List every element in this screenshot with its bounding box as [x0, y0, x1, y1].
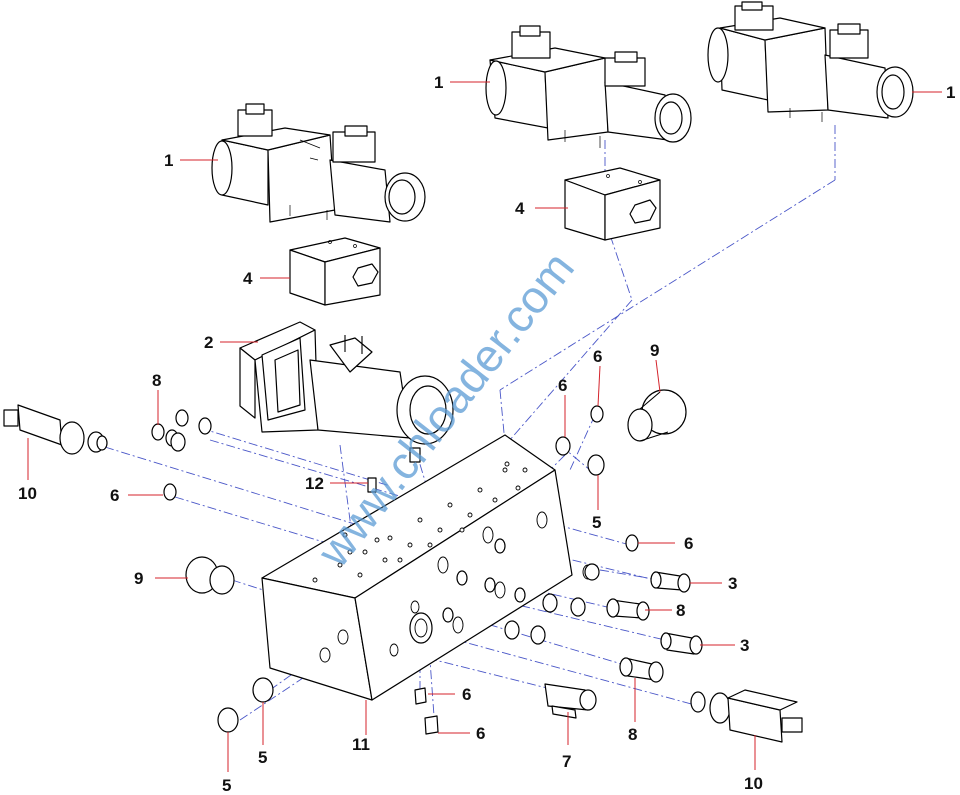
component-12 [367, 477, 377, 493]
fitting-8-right-lower [619, 657, 664, 683]
part-labels: 1 1 1 4 4 2 8 10 6 12 9 6 6 9 5 6 3 8 3 … [18, 73, 955, 795]
label-8-bottom: 8 [628, 725, 637, 744]
pressure-valve-10-right [690, 689, 803, 743]
label-9-left: 9 [134, 569, 143, 588]
leader-lines [27, 81, 942, 772]
label-5-right: 5 [592, 513, 601, 532]
sandwich-block-middle [564, 167, 661, 241]
label-12: 12 [305, 474, 324, 493]
inline-fittings [442, 538, 600, 645]
label-6-bottom1: 6 [462, 685, 471, 704]
label-8-right: 8 [676, 601, 685, 620]
label-7: 7 [562, 752, 571, 771]
label-3-upper: 3 [728, 574, 737, 593]
large-fitting-9-right [627, 389, 687, 442]
label-6-upper: 6 [593, 347, 602, 366]
label-1-middle: 1 [434, 73, 443, 92]
label-1-right: 1 [946, 83, 955, 102]
label-6-mid: 6 [558, 376, 567, 395]
pressure-valve-10-left [3, 404, 108, 455]
label-1-left: 1 [164, 151, 173, 170]
sandwich-block-left [289, 237, 381, 306]
label-4-left: 4 [243, 269, 253, 288]
plugs-6 [163, 405, 639, 735]
large-fitting-9-left [185, 556, 235, 595]
label-8-left: 8 [152, 371, 161, 390]
label-2: 2 [204, 333, 213, 352]
label-10-left: 10 [18, 484, 37, 503]
label-3-lower: 3 [740, 636, 749, 655]
fitting-8-left [151, 409, 212, 452]
solenoid-valve-right [707, 1, 914, 122]
label-6-left: 6 [110, 486, 119, 505]
label-10-right: 10 [744, 774, 763, 793]
label-11: 11 [352, 735, 370, 754]
label-6-bottom2: 6 [476, 724, 485, 743]
label-5-bottom2: 5 [222, 776, 231, 795]
label-9-right: 9 [650, 341, 659, 360]
label-6-right: 6 [684, 534, 693, 553]
label-4-middle: 4 [515, 199, 525, 218]
solenoid-valve-left [211, 103, 426, 223]
label-5-bottom1: 5 [258, 748, 267, 767]
solenoid-valve-middle [485, 25, 692, 148]
proportional-valve [239, 321, 454, 463]
fitting-8-right-upper [606, 598, 650, 621]
sensor-7 [544, 683, 597, 719]
top-face-holes [312, 461, 528, 583]
fitting-3-upper [650, 571, 691, 593]
fitting-3-lower [660, 632, 703, 655]
